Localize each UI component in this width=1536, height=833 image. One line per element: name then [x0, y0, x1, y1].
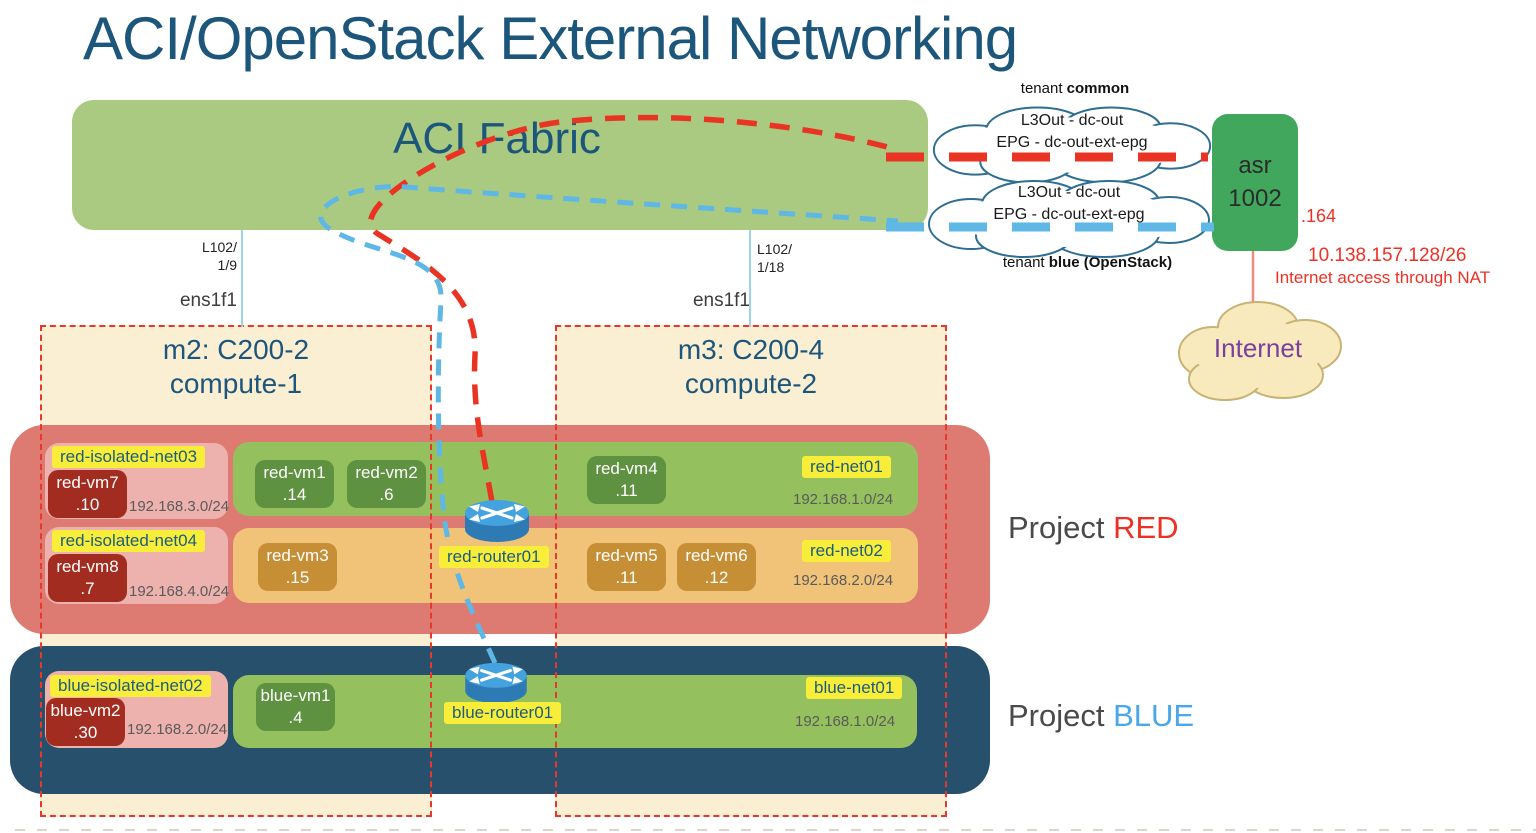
l3out-common-text: L3Out - dc-out EPG - dc-out-ext-epg — [996, 112, 1148, 151]
compute-1-header: m2: C200-2 compute-1 — [40, 333, 432, 400]
red-net02-label: red-net02 — [802, 540, 891, 562]
red-net01-label: red-net01 — [802, 456, 891, 478]
page-title: ACI/OpenStack External Networking — [83, 5, 1018, 72]
l3out-cloud-blue: L3Out - dc-out EPG - dc-out-ext-epg — [918, 172, 1220, 266]
asr-ip-suffix: .164 — [1301, 206, 1337, 226]
blue-net01-subnet: 192.168.1.0/24 — [795, 713, 896, 730]
vm-red-vm4: red-vm4 .11 — [587, 456, 666, 504]
compute-2-model: m3: C200-4 — [677, 334, 825, 365]
nat-note: Internet access through NAT — [1275, 268, 1491, 287]
vm-blue-vm1: blue-vm1 .4 — [256, 683, 335, 731]
red-net01-subnet: 192.168.1.0/24 — [793, 491, 894, 508]
vm-red-vm8: red-vm8 .7 — [48, 554, 127, 602]
l3out-blue-text: L3Out - dc-out EPG - dc-out-ext-epg — [993, 184, 1145, 223]
blue-isolated-net02-label: blue-isolated-net02 — [50, 675, 211, 697]
red-net02-subnet: 192.168.2.0/24 — [793, 572, 894, 589]
internet-cloud-icon — [1178, 301, 1342, 401]
blue-router-label: blue-router01 — [444, 702, 562, 724]
red-router-label: red-router01 — [439, 546, 549, 568]
uplink-1-port-label: L102/ 1/9 — [201, 239, 237, 274]
red-isolated-net04-label: red-isolated-net04 — [52, 530, 206, 552]
blue-net01-band — [233, 675, 917, 748]
vm-blue-vm2: blue-vm2 .30 — [46, 698, 125, 746]
blue-router-icon — [461, 659, 531, 707]
vm-red-vm7: red-vm7 .10 — [48, 470, 127, 518]
cloud-shape-icon — [928, 180, 1210, 258]
internet-cloud: Internet — [1163, 291, 1353, 411]
vm-red-vm3: red-vm3 .15 — [258, 543, 337, 591]
compute-1-role: compute-1 — [169, 367, 303, 399]
tenant-common-label: tenant common — [1020, 80, 1130, 97]
compute-1-model: m2: C200-2 — [162, 334, 310, 365]
vm-red-vm1: red-vm1 .14 — [255, 460, 334, 508]
red-isolated-net04-subnet: 192.168.4.0/24 — [129, 583, 230, 600]
aci-fabric-label: ACI Fabric — [393, 114, 601, 163]
tenant-blue-label: tenant blue (OpenStack) — [1002, 254, 1173, 271]
vm-red-vm2: red-vm2 .6 — [347, 460, 426, 508]
internet-label: Internet — [1213, 333, 1303, 363]
project-red-label: Project RED — [1008, 510, 1179, 545]
asr-1002-box: asr 1002 — [1212, 114, 1298, 251]
project-blue-label: Project BLUE — [1008, 698, 1195, 733]
blue-net01-label: blue-net01 — [806, 677, 903, 699]
vm-red-vm6: red-vm6 .12 — [677, 543, 756, 591]
red-isolated-net03-label: red-isolated-net03 — [52, 446, 206, 468]
uplink-2-port-label: L102/ 1/18 — [757, 241, 793, 276]
blue-isolated-net02-subnet: 192.168.2.0/24 — [127, 721, 228, 738]
uplink-1-nic-label: ens1f1 — [179, 290, 237, 311]
red-isolated-net03-subnet: 192.168.3.0/24 — [129, 498, 230, 515]
red-router-icon — [462, 496, 532, 546]
compute-2-role: compute-2 — [684, 367, 818, 399]
external-subnet: 10.138.157.128/26 — [1308, 245, 1467, 266]
uplink-2-nic-label: ens1f1 — [692, 290, 750, 311]
compute-2-header: m3: C200-4 compute-2 — [555, 333, 947, 400]
vm-red-vm5: red-vm5 .11 — [587, 543, 666, 591]
